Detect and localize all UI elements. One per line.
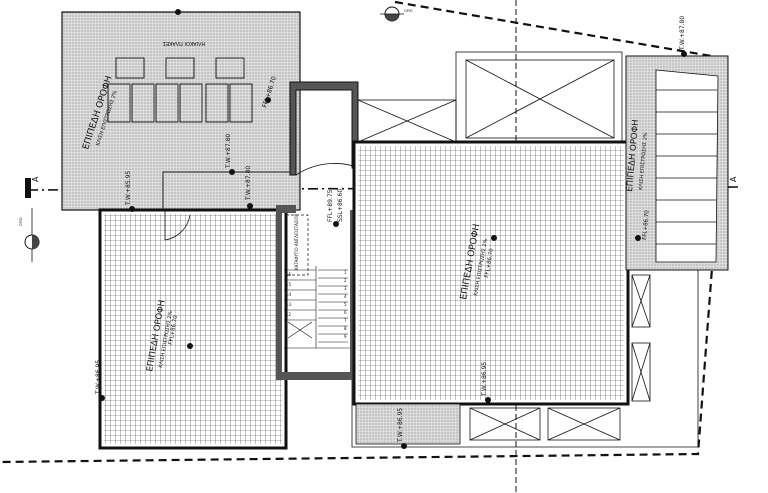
orientation-marker-left: ΟΡΙΟ — [19, 208, 40, 262]
property-boundary — [0, 0, 725, 464]
tw-mid-left: T.W.+87.80 — [225, 134, 232, 169]
solar-panels — [107, 57, 253, 123]
step-6: 6 — [344, 310, 347, 315]
roof-center-tiles — [358, 146, 624, 400]
tw-left-bottom: T.W.+86.95 — [95, 360, 102, 395]
roof-center-level: FFL+86.70 — [484, 248, 495, 279]
roof-bottom-small — [355, 403, 461, 445]
roof-left-tiles — [104, 214, 282, 444]
orientation-top-label: ΟΡΙΟ — [404, 9, 413, 13]
roof-top-left — [61, 11, 301, 211]
step-5: 5 — [344, 302, 347, 307]
roof-right-slope: ΚΛΙΣΗ ΕΠΙΣΤΡΩΣΗΣ 2% — [638, 132, 649, 190]
step-13: 13 — [286, 302, 292, 307]
tw-bottom-small: T.W.+86.95 — [397, 408, 404, 443]
orientation-marker-top: ΟΡΙΟ — [380, 6, 413, 22]
roof-top-left-note: ΗΛΙΑΚΟΙ ΠΛΑΚΕΣ — [163, 40, 206, 46]
stair-label: ΚΑΤΑΦΥΓΙΟ ΑΝΤΛΙΟΣΤΑΣΙΟΥ — [294, 213, 299, 270]
roof-right-level: FFL+86.70 — [642, 210, 651, 241]
tw-mid-left2: T.W.+87.80 — [245, 166, 252, 201]
right-panels — [655, 69, 719, 263]
step-16: 16 — [286, 272, 292, 277]
step-9: 9 — [344, 334, 347, 339]
section-label-right: A — [729, 176, 738, 182]
step-3: 3 — [344, 286, 347, 291]
orientation-left-label: ΟΡΙΟ — [19, 217, 23, 226]
stair-ssl: SSL+86.60 — [337, 189, 344, 222]
void-bottom — [469, 274, 651, 441]
step-14: 14 — [286, 292, 292, 297]
tw-top-right: T.W.+87.80 — [679, 16, 686, 51]
stair-ffl: FFL+89.75 — [327, 189, 334, 222]
step-15: 15 — [286, 282, 292, 287]
tw-center-bottom: T.W.+86.95 — [481, 362, 488, 397]
section-label-left: A — [31, 176, 40, 182]
step-4: 4 — [344, 294, 347, 299]
door-swing-left — [164, 210, 191, 241]
level-points — [99, 9, 687, 449]
tw-top-left-b: T.W.+85.95 — [125, 171, 132, 206]
section-marker-left — [25, 178, 31, 198]
void-top-center — [357, 51, 623, 143]
step-7: 7 — [344, 318, 347, 323]
roof-left-level: FFL+86.70 — [168, 315, 179, 346]
step-2: 2 — [344, 278, 347, 283]
parapet-line — [162, 171, 290, 210]
step-12: 12 — [286, 312, 292, 317]
step-8: 8 — [344, 326, 347, 331]
step-1: 1 — [344, 270, 347, 275]
